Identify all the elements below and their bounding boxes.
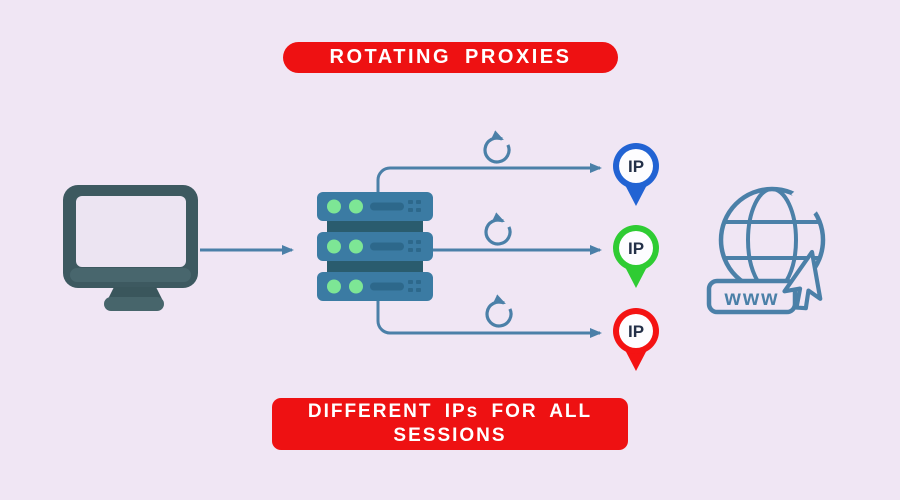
ip-pin-label: IP <box>628 157 644 176</box>
ip-pin-label: IP <box>628 322 644 341</box>
monitor-screen <box>76 196 186 267</box>
led-icon <box>349 279 363 294</box>
www-globe-icon: www <box>706 186 826 315</box>
ip-pin-green: IP <box>613 225 659 288</box>
led-icon <box>327 239 341 254</box>
refresh-icon <box>483 130 511 164</box>
www-box <box>706 278 798 315</box>
cursor-icon <box>782 249 823 311</box>
led-icon <box>327 279 341 294</box>
monitor-icon <box>63 185 198 311</box>
server-stack-icon <box>317 192 433 301</box>
ip-pin-red: IP <box>613 308 659 371</box>
caption-banner: DIFFERENT IPs FOR ALL SESSIONS <box>272 398 628 450</box>
www-label: www <box>723 287 779 310</box>
server-unit <box>317 232 433 261</box>
arrow-server-to-pin-3 <box>376 301 602 338</box>
monitor-stand <box>108 287 162 299</box>
led-icon <box>349 239 363 254</box>
server-unit <box>317 192 433 221</box>
ip-pin-label: IP <box>628 239 644 258</box>
arrow-server-to-pin-1 <box>376 163 602 192</box>
refresh-icon <box>485 294 513 328</box>
caption-line-2: SESSIONS <box>393 425 507 446</box>
server-unit <box>317 272 433 301</box>
caption-line-1: DIFFERENT IPs FOR ALL <box>307 401 593 422</box>
led-icon <box>327 199 341 214</box>
title-banner: ROTATING PROXIES <box>283 42 618 73</box>
title-banner-label: ROTATING PROXIES <box>329 46 572 68</box>
refresh-icon <box>484 212 512 246</box>
led-icon <box>349 199 363 214</box>
ip-pin-blue: IP <box>613 143 659 206</box>
monitor-base <box>104 297 164 311</box>
rim-gap <box>791 187 819 217</box>
